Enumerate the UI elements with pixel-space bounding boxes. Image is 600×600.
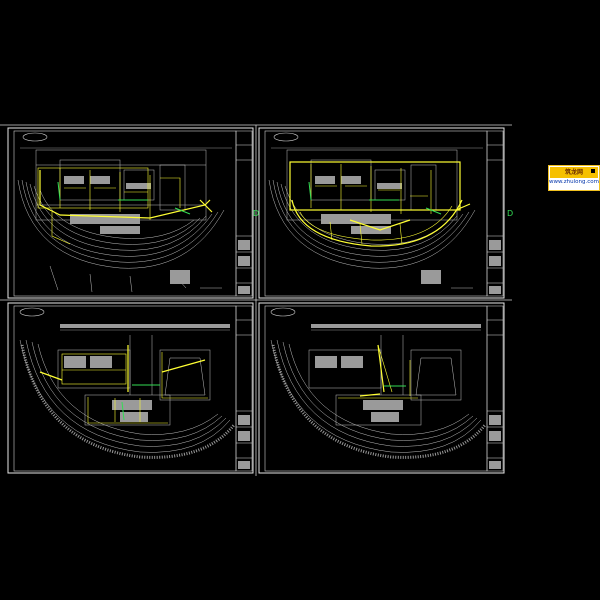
compass-icon: [270, 307, 296, 317]
compass-icon: [273, 132, 299, 142]
compass-icon: [22, 132, 48, 142]
watermark-logo: 筑龙网 www.zhulong.com: [548, 165, 600, 191]
logo-url: www.zhulong.com: [549, 179, 599, 185]
building-plan: [308, 335, 462, 426]
sheet-1: [7, 127, 254, 299]
logo-band: 筑龙网: [550, 167, 598, 178]
seating-arcs: [19, 339, 236, 459]
wiring-overlay: [289, 161, 471, 247]
title-block: [235, 130, 253, 297]
accent-runs: [308, 181, 442, 215]
building-plan: [57, 335, 211, 426]
grid-ruler: [60, 324, 230, 331]
seating-arcs: [268, 179, 476, 284]
wiring-overlay: [39, 345, 208, 424]
accent-runs: [121, 384, 160, 421]
section-marker: D: [507, 209, 513, 218]
accent-runs: [57, 181, 191, 215]
wiring-overlay: [37, 167, 213, 245]
title-block: [235, 305, 253, 472]
title-block: [486, 130, 504, 297]
seating-arcs: [17, 179, 225, 293]
grid-ruler: [311, 324, 481, 331]
title-block: [486, 305, 504, 472]
section-marker: D: [253, 209, 259, 218]
sheet-3: [7, 302, 254, 474]
logo-dot-right-icon: [591, 169, 595, 173]
seating-arcs: [270, 339, 487, 459]
sheet-4: [258, 302, 505, 474]
building-plan: [35, 149, 207, 234]
building-plan: [286, 149, 458, 234]
wiring-overlay: [338, 344, 418, 399]
sheet-2: [258, 127, 505, 299]
compass-icon: [19, 307, 45, 317]
